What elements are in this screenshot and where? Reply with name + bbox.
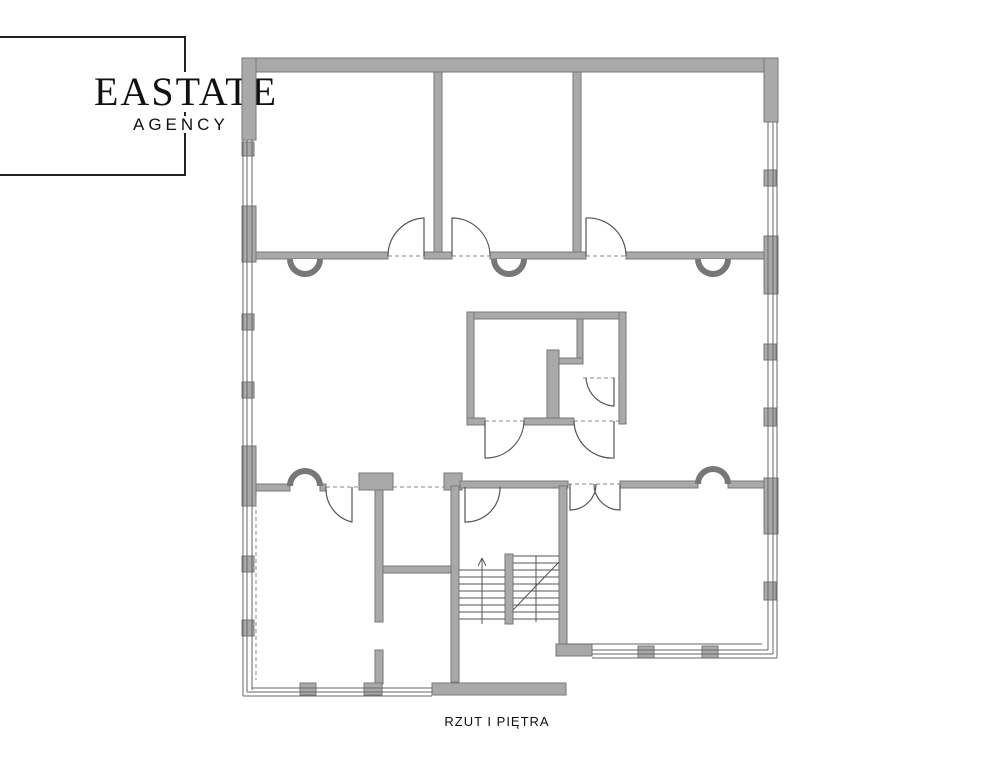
- pier-right-3: [763, 343, 777, 361]
- floor-plan-caption: RZUT I PIĘTRA: [444, 714, 550, 729]
- pier-left-3: [241, 313, 255, 331]
- wall-corridor-bottom-d: [619, 480, 699, 489]
- wall-partition-1: [433, 71, 443, 257]
- logo-brand-subtitle: AGENCY: [133, 115, 229, 134]
- wall-stair-left: [450, 485, 460, 683]
- pier-left-1: [241, 141, 255, 157]
- wall-top: [241, 57, 779, 73]
- wall-right-top: [763, 57, 779, 123]
- core-left: [466, 311, 475, 425]
- wall-lower-1b: [374, 649, 384, 685]
- wall-stair-bottom-corner: [555, 643, 593, 657]
- wall-partition-2: [572, 71, 582, 257]
- wall-stair-mid: [504, 553, 514, 625]
- pier-bottom-1: [299, 682, 317, 696]
- core-right: [618, 311, 627, 425]
- wall-corridor-top-b: [423, 251, 453, 260]
- pier-right-6: [763, 581, 777, 601]
- wall-corridor-bottom-a: [255, 483, 291, 492]
- wall-lower-1: [374, 489, 384, 623]
- pier-left-5: [241, 445, 257, 507]
- wall-stair-right: [558, 485, 568, 645]
- core-inner-block: [546, 349, 560, 419]
- column-a: [358, 472, 394, 491]
- wall-lower-h: [382, 565, 454, 574]
- pier-left-7: [241, 619, 255, 637]
- core-bottom-b: [523, 417, 575, 426]
- pier-bottom-4: [701, 645, 719, 659]
- pier-right-4: [763, 407, 777, 427]
- wall-left-top: [241, 57, 257, 141]
- pier-right-5: [763, 477, 779, 535]
- core-inner-horiz: [555, 357, 584, 365]
- pier-right-1: [763, 169, 777, 187]
- pier-left-2: [241, 205, 257, 263]
- pier-left-6: [241, 555, 255, 573]
- core-top: [466, 311, 627, 320]
- wall-corridor-top-d: [625, 251, 765, 260]
- pier-bottom-3: [637, 645, 655, 659]
- pier-right-2: [763, 235, 779, 295]
- wall-corridor-top-a: [255, 251, 389, 260]
- wall-stair-bottom: [431, 682, 567, 696]
- core-bottom-a: [466, 417, 486, 426]
- wall-corridor-bottom-c: [459, 480, 569, 489]
- core-inner-vert: [576, 318, 584, 362]
- pier-bottom-2: [363, 682, 383, 696]
- wall-corridor-bottom-e: [727, 480, 765, 489]
- wall-corridor-top-c: [489, 251, 587, 260]
- pier-left-4: [241, 381, 255, 399]
